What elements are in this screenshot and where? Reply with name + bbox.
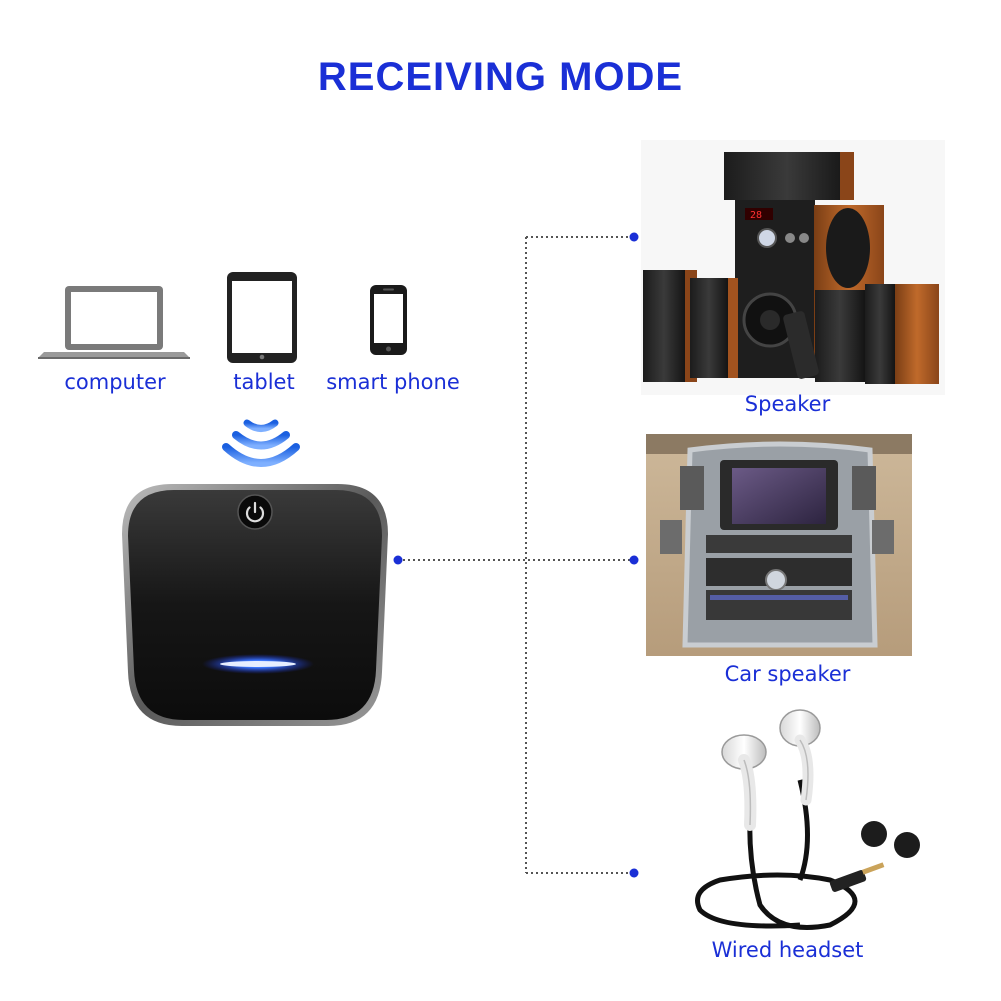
bluetooth-receiver-device (122, 484, 388, 726)
svg-text:28: 28 (750, 210, 762, 221)
output-label-speaker: Speaker (744, 392, 831, 416)
laptop-icon (38, 286, 190, 359)
connector-dots (393, 232, 639, 878)
smartphone-icon (370, 285, 407, 355)
page-title: RECEIVING MODE (317, 55, 684, 99)
source-label-smart-phone: smart phone (326, 370, 460, 394)
connector-lines (398, 236, 634, 874)
source-label-computer: computer (64, 370, 166, 394)
car-dashboard-image (646, 434, 912, 656)
output-label-wired-headset: Wired headset (711, 938, 864, 962)
tablet-icon (227, 272, 297, 363)
output-label-car-speaker: Car speaker (724, 662, 851, 686)
home-speaker-system-image: 28 (641, 140, 945, 395)
wired-headset-image (695, 709, 920, 930)
source-label-tablet: tablet (233, 370, 295, 394)
wireless-signal-icon (222, 419, 300, 467)
